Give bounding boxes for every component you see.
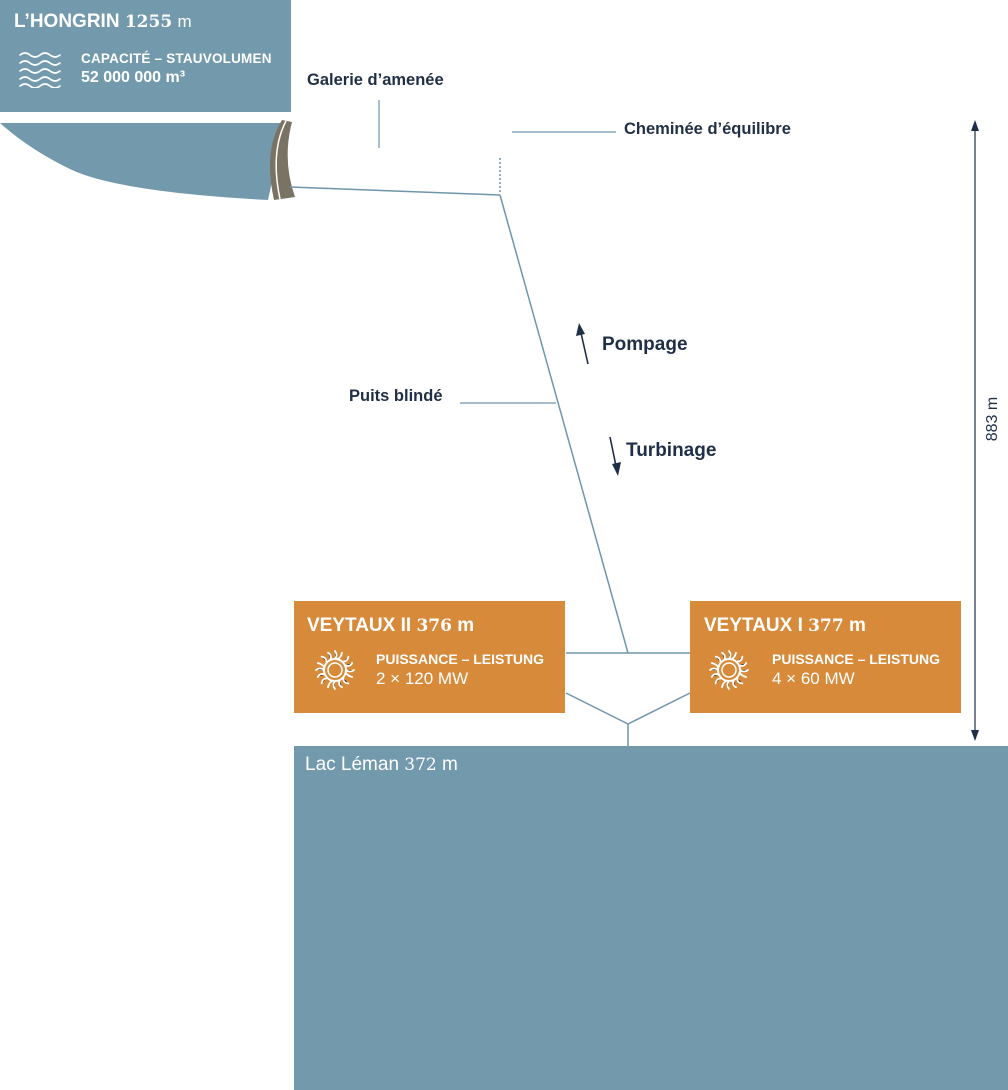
plant-title: VEYTAUX I 377 m [704,615,866,637]
turbinage-label: Turbinage [626,440,717,461]
height-label: 883 m [984,396,1001,442]
capacity-value: 52 000 000 m³ [81,69,186,86]
height-dimension [971,120,979,741]
turbinage-arrow-icon [609,436,621,476]
reservoir-box: L’HONGRIN 1255 m CAPACITÉ – STAUVOLUMEN … [0,0,291,112]
pompage-arrow-icon [576,323,589,365]
lake-title: Lac Léman 372 m [305,754,458,776]
plant-unit: m [457,615,475,636]
pompage-label: Pompage [602,334,688,355]
lake-altitude: 372 [404,755,437,775]
penstock-line [499,194,629,654]
plant-unit: m [848,615,866,636]
plant-name: VEYTAUX I [704,615,803,636]
galerie-label: Galerie d’amenée [307,71,444,89]
turbine-icon [709,650,749,690]
lake-leman [294,746,1008,1090]
puits-label: Puits blindé [349,387,443,405]
capacity-label: CAPACITÉ – STAUVOLUMEN [81,51,272,66]
plant-altitude: 376 [416,616,452,636]
reservoir-altitude: 1255 [124,12,173,32]
reservoir-title: L’HONGRIN 1255 m [14,11,192,33]
plant-power-value: 4 × 60 MW [772,669,855,688]
reservoir-name: L’HONGRIN [14,11,120,32]
plant-power-label: PUISSANCE – LEISTUNG [376,651,545,667]
cheminee-label: Cheminée d’équilibre [624,120,791,138]
plant-title: VEYTAUX II 376 m [307,615,474,637]
plant-power-label: PUISSANCE – LEISTUNG [772,651,941,667]
lake-name: Lac Léman [305,754,400,775]
reservoir-basin [0,123,285,200]
plant-veytaux-2: VEYTAUX II 376 m PUISSANCE – LEISTUNG 2 … [294,601,565,713]
plant-name: VEYTAUX II [307,615,412,636]
lake-unit: m [442,754,458,775]
reservoir-altitude-unit: m [177,12,192,31]
water-waves-icon [19,52,61,88]
plant-altitude: 377 [808,616,844,636]
plant-power-value: 2 × 120 MW [376,669,469,688]
turbine-icon [315,650,355,690]
plant-veytaux-1: VEYTAUX I 377 m PUISSANCE – LEISTUNG 4 ×… [690,601,961,713]
galerie-pipe [289,186,501,196]
